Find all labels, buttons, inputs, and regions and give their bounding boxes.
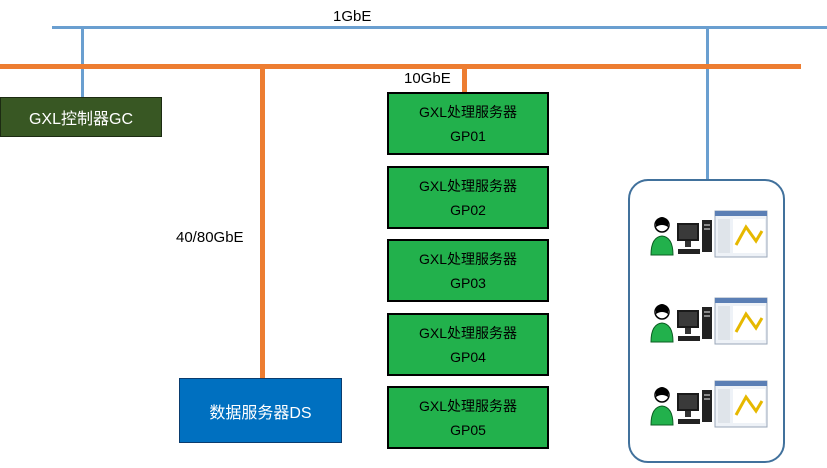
1gbe-bus xyxy=(52,26,827,29)
processor-10gbe-link xyxy=(462,66,467,93)
controller-node[interactable]: GXL控制器GC xyxy=(0,97,162,137)
processor-node[interactable]: GXL处理服务器 GP02 xyxy=(387,166,549,229)
processor-node[interactable]: GXL处理服务器 GP05 xyxy=(387,386,549,449)
processor-name: GXL处理服务器 xyxy=(418,397,517,414)
processor-name: GXL处理服务器 xyxy=(418,177,517,194)
processor-id: GP03 xyxy=(450,274,486,291)
10gbe-bus xyxy=(0,64,801,69)
processor-id: GP02 xyxy=(450,201,486,218)
data-server-label: 数据服务器DS xyxy=(209,404,312,422)
processor-id: GP05 xyxy=(450,421,486,438)
controller-label: GXL控制器GC xyxy=(28,111,134,128)
client-group xyxy=(628,179,785,463)
10gbe-label: 10GbE xyxy=(404,70,451,87)
40-80gbe-label: 40/80GbE xyxy=(176,229,244,246)
controller-1gbe-link xyxy=(81,27,84,98)
processor-node[interactable]: GXL处理服务器 GP01 xyxy=(387,92,549,155)
clients-1gbe-link xyxy=(706,27,709,180)
processor-name: GXL处理服务器 xyxy=(418,250,517,267)
data-server-node[interactable]: 数据服务器DS xyxy=(179,378,342,443)
processor-id: GP04 xyxy=(450,348,486,365)
processor-node[interactable]: GXL处理服务器 GP03 xyxy=(387,239,549,302)
processor-name: GXL处理服务器 xyxy=(418,103,517,120)
processor-name: GXL处理服务器 xyxy=(418,324,517,341)
processor-node[interactable]: GXL处理服务器 GP04 xyxy=(387,313,549,376)
storage-link xyxy=(260,66,265,379)
user-workstation-icon[interactable] xyxy=(648,205,768,265)
processor-id: GP01 xyxy=(450,127,486,144)
user-workstation-icon[interactable] xyxy=(648,292,768,352)
user-workstation-icon[interactable] xyxy=(648,375,768,435)
1gbe-label: 1GbE xyxy=(333,8,372,25)
